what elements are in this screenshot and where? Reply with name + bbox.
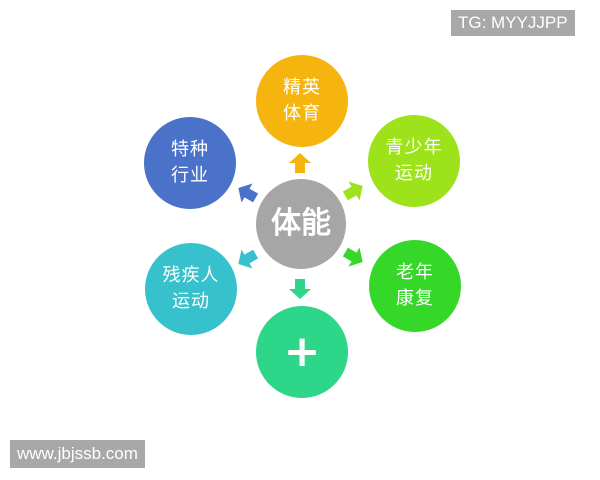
node-label-line: 康复: [396, 288, 434, 309]
node-elite-sports: 精英 体育: [256, 55, 348, 147]
arrow-up-icon: [289, 153, 311, 173]
node-label-line: 青少年: [385, 137, 443, 158]
node-disabled-sports: 残疾人 运动: [145, 243, 237, 335]
node-label-line: 残疾人: [162, 265, 220, 286]
node-special-industry: 特种 行业: [144, 117, 236, 209]
watermark-tg: TG: MYYJJPP: [451, 10, 575, 36]
node-label-line: 运动: [172, 291, 210, 312]
node-label-line: 运动: [395, 163, 433, 184]
arrow-down-right-icon: [340, 242, 368, 271]
node-label-line: 行业: [171, 165, 209, 186]
node-label-line: 特种: [171, 139, 209, 160]
arrow-down-left-icon: [233, 244, 261, 273]
arrow-down-icon: [289, 279, 311, 299]
arrow-up-right-icon: [340, 176, 368, 205]
arrow-up-left-icon: [233, 178, 261, 207]
center-node-physical-fitness: 体能: [256, 179, 346, 269]
node-label-line: 精英: [283, 77, 321, 98]
watermark-url: www.jbjssb.com: [10, 440, 145, 468]
node-label-line: 体育: [283, 103, 321, 124]
node-plus: +: [256, 306, 348, 398]
center-label: 体能: [271, 206, 331, 241]
node-elderly-rehab: 老年 康复: [369, 240, 461, 332]
plus-icon: +: [283, 326, 321, 377]
node-label-line: 老年: [396, 262, 434, 283]
node-youth-sports: 青少年 运动: [368, 115, 460, 207]
